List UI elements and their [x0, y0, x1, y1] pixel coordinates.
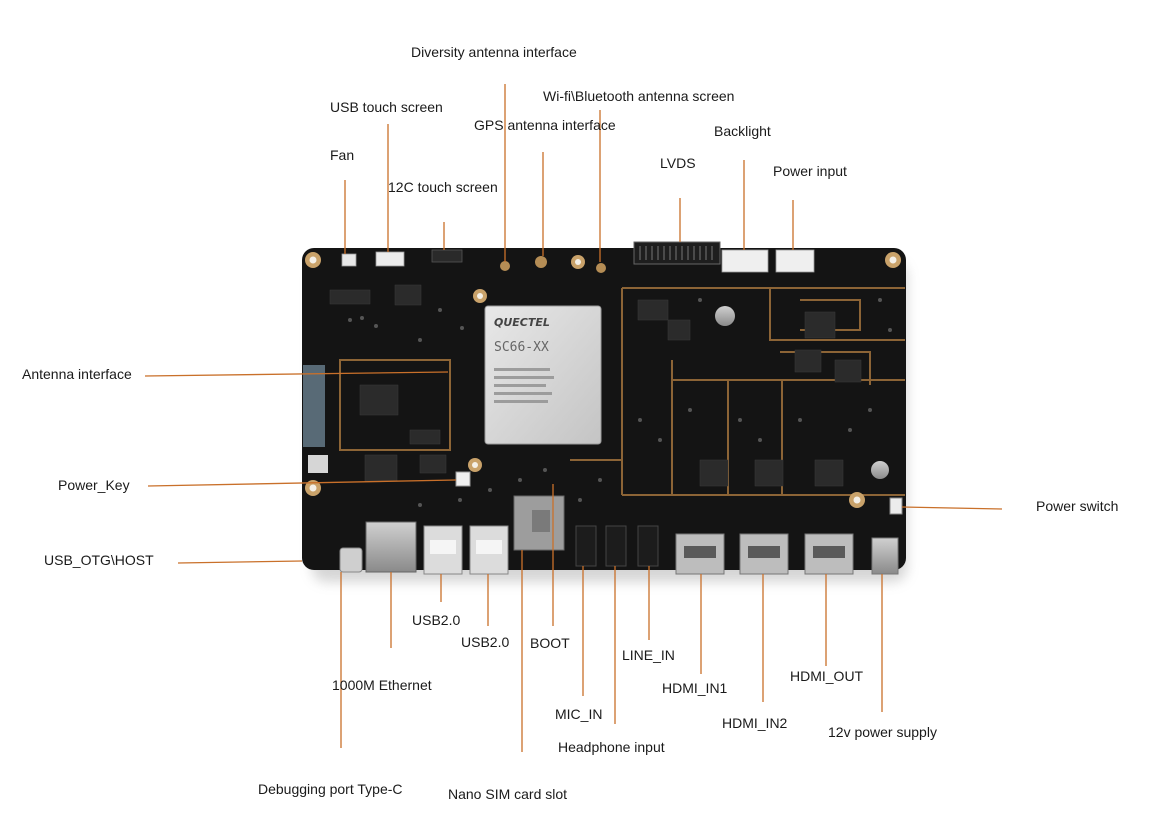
pcb-smd-dots	[348, 298, 892, 507]
chip-brand: QUECTEL	[494, 316, 550, 329]
mounting-holes	[305, 252, 901, 508]
sc66-module: QUECTEL SC66-XX	[484, 305, 602, 445]
capacitor	[871, 461, 889, 479]
lvds-pins	[639, 246, 713, 260]
pcb-board	[302, 248, 906, 570]
side-label-strip	[303, 365, 325, 447]
pcb-components	[329, 284, 862, 487]
power-key-pad	[308, 455, 328, 473]
bottom-connectors	[339, 471, 903, 575]
chip-model: SC66-XX	[494, 340, 549, 355]
leader-lines	[144, 84, 1003, 752]
capacitor	[715, 306, 735, 326]
top-connectors	[341, 241, 815, 273]
